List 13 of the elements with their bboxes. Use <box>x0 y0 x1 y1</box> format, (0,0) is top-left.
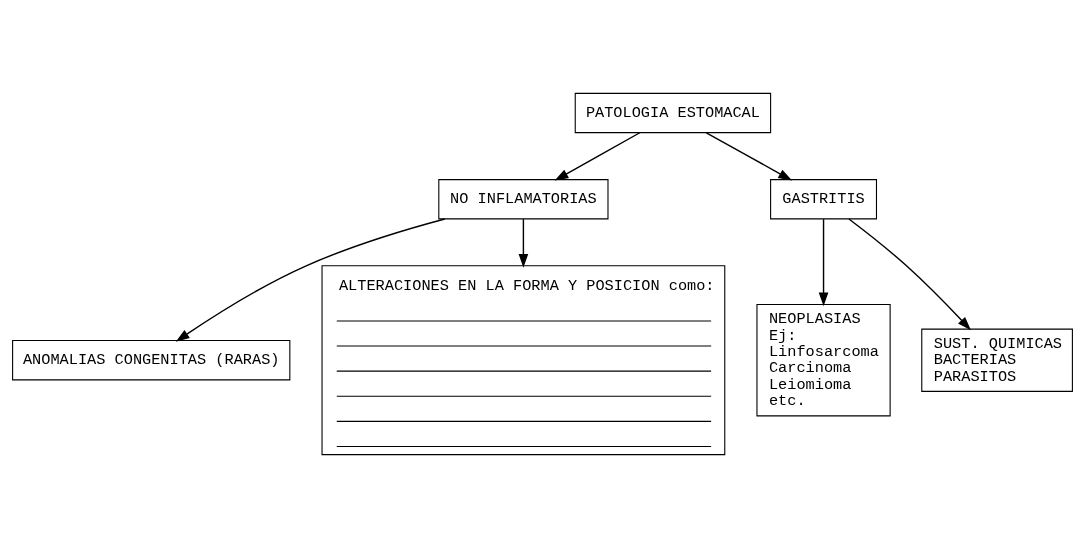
node-box: PATOLOGIA ESTOMACAL <box>574 92 772 134</box>
arrow <box>705 132 793 181</box>
arrow <box>175 218 446 342</box>
arrow <box>848 218 971 331</box>
node-box: ANOMALIAS CONGENITAS (RARAS) <box>12 340 291 381</box>
node-box: GASTRITIS <box>770 179 878 220</box>
arrow <box>818 218 829 307</box>
node-box: NEOPLASIAS Ej: Linfosarcoma Carcinoma Leiomioma etc. <box>756 304 891 417</box>
arrow <box>554 132 641 181</box>
node-box: NO INFLAMATORIAS <box>438 179 609 220</box>
node-box: SUST. QUIMICAS BACTERIAS PARASITOS <box>921 328 1073 392</box>
arrow <box>518 218 529 268</box>
node-box: ALTERACIONES EN LA FORMA Y POSICION como: <box>321 265 726 456</box>
